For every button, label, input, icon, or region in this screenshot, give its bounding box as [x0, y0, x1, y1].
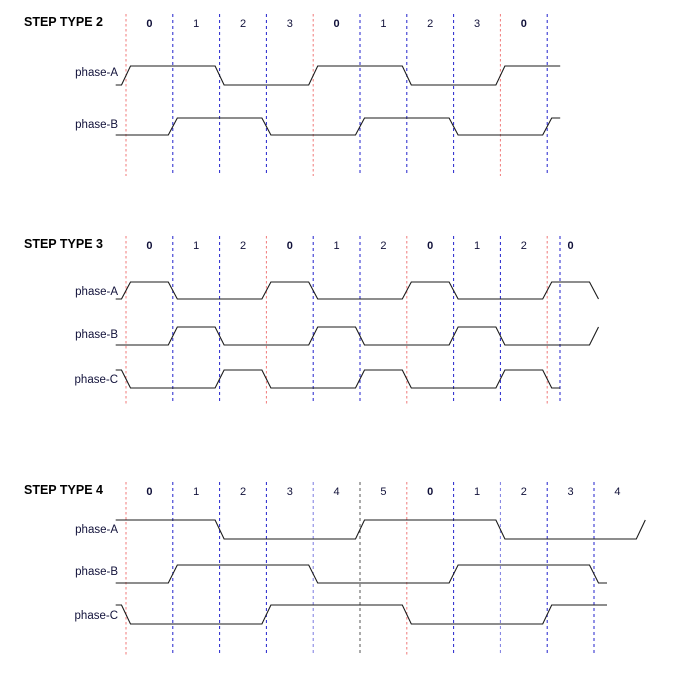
waveform-phase-B: [115, 326, 599, 346]
step-number: 0: [568, 240, 574, 252]
step-number: 2: [521, 240, 527, 252]
step-number: 3: [474, 18, 480, 30]
waveform-phase-A: [115, 281, 599, 300]
phase-label-phase-A: phase-A: [75, 524, 118, 536]
step-number: 3: [287, 486, 293, 498]
waveform-phase-B: [115, 564, 607, 584]
phase-label-phase-B: phase-B: [75, 119, 118, 131]
waveform-phase-A: [115, 65, 561, 86]
step-number: 3: [287, 18, 293, 30]
step-number: 2: [521, 486, 527, 498]
waveform-phase-A: [115, 519, 646, 540]
step-number: 4: [334, 486, 340, 498]
step-number: 0: [146, 486, 152, 498]
step-number: 1: [474, 486, 480, 498]
step-number: 1: [193, 240, 199, 252]
section-step-type-2: STEP TYPE 2 0 1 2 3 0 1 2 3 0 phase-A phase-B: [24, 14, 561, 176]
phase-label-phase-B: phase-B: [75, 566, 118, 578]
section-title: STEP TYPE 3: [24, 237, 103, 251]
step-number: 0: [146, 18, 152, 30]
step-number: 1: [474, 240, 480, 252]
step-number: 1: [193, 486, 199, 498]
step-number: 3: [568, 486, 574, 498]
section-step-type-4: STEP TYPE 4 0 1 2 3 4 5 0 1 2 3 4 phase-A phase-B phas…: [24, 482, 646, 656]
step-number: 4: [614, 486, 620, 498]
step-number: 1: [380, 18, 386, 30]
waveform-phase-C: [115, 369, 561, 389]
section-step-type-3: STEP TYPE 3 0 1 2 0 1 2 0 1 2 0 phase-A phase-B phase…: [24, 236, 599, 404]
phase-label-phase-C: phase-C: [75, 610, 118, 622]
waveform-phase-C: [115, 604, 607, 625]
step-number: 0: [287, 240, 293, 252]
step-number: 2: [380, 240, 386, 252]
step-number: 2: [427, 18, 433, 30]
phase-label-phase-B: phase-B: [75, 329, 118, 341]
step-number: 2: [240, 240, 246, 252]
waveform-phase-B: [115, 117, 561, 136]
section-title: STEP TYPE 4: [24, 483, 103, 497]
step-number: 0: [146, 240, 152, 252]
step-number: 0: [427, 486, 433, 498]
step-number: 0: [521, 18, 527, 30]
step-number: 1: [193, 18, 199, 30]
phase-label-phase-C: phase-C: [75, 374, 118, 386]
step-number: 0: [334, 18, 340, 30]
step-number: 2: [240, 18, 246, 30]
step-number: 0: [427, 240, 433, 252]
section-title: STEP TYPE 2: [24, 15, 103, 29]
step-number: 5: [380, 486, 386, 498]
phase-label-phase-A: phase-A: [75, 286, 118, 298]
phase-label-phase-A: phase-A: [75, 67, 118, 79]
step-number: 1: [334, 240, 340, 252]
step-number: 2: [240, 486, 246, 498]
